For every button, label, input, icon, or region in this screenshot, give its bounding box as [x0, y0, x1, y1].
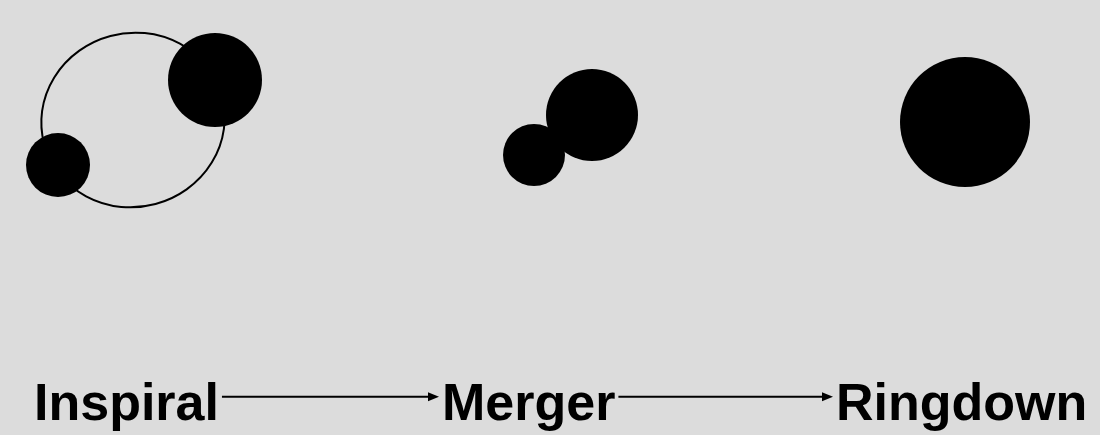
stage-name: Merger [442, 376, 615, 428]
stage-name: Ringdown [836, 376, 1087, 428]
flow-arrow [222, 392, 439, 401]
flow-arrow [618, 392, 833, 401]
large-black-hole [168, 33, 262, 127]
stage-label: Inspiral [34, 376, 219, 428]
final-black-hole [900, 57, 1030, 187]
stage-name: Inspiral [34, 376, 219, 428]
stage-label: Ringdown [836, 376, 1087, 428]
small-black-hole [503, 124, 565, 186]
small-black-hole [26, 133, 90, 197]
stage-label: Merger [442, 376, 615, 428]
